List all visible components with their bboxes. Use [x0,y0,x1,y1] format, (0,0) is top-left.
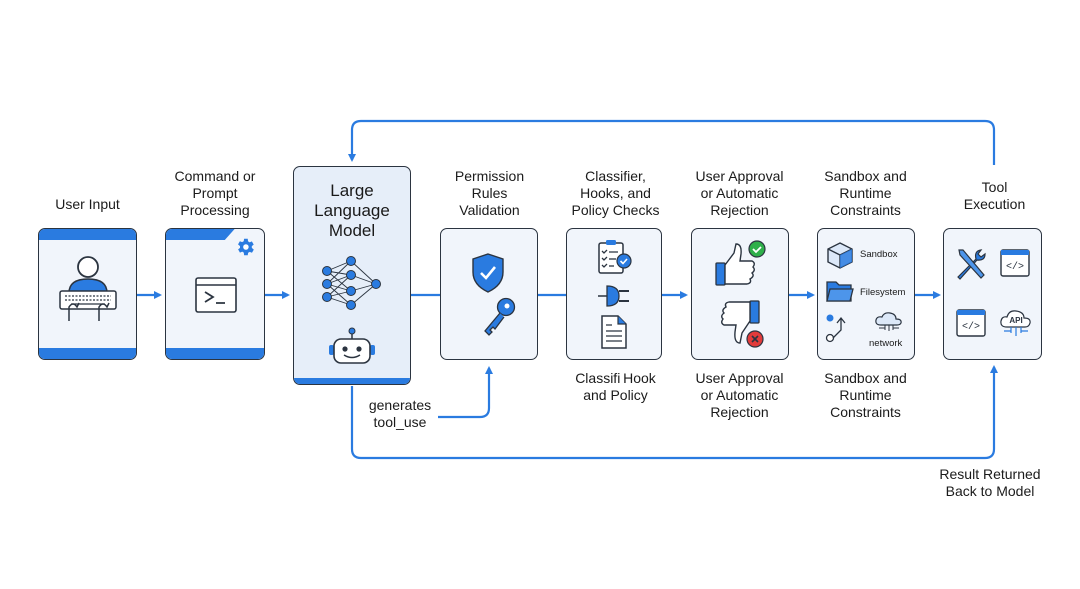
step-tool-execution[interactable]: </> </> API [943,228,1042,360]
step-user-input[interactable] [38,228,137,360]
key-icon [484,297,516,336]
result-return-loop [350,365,998,460]
network-item-label: network [869,338,903,349]
git-branch-icon [825,314,846,343]
caption-user-approval: User Approval or Automatic Rejection [695,370,784,420]
edge-label-generates-tool-use: generates tool_use [368,397,432,430]
box-bottom-bar [294,378,410,384]
tools-icon [957,249,986,280]
step-sandbox[interactable]: Sandbox Filesystem network [817,228,915,360]
loop-tool-to-llm [348,119,996,165]
folder-icon [826,281,854,302]
thumbs-down-reject-icon [721,300,764,348]
step-label-user-input: User Input [55,196,120,212]
step-permission-rules[interactable] [440,228,538,360]
shield-check-icon [472,253,504,293]
api-text: API [1009,316,1023,325]
box-top-bar [39,229,136,240]
step-label-classifier-hooks: Classifier, Hooks, and Policy Checks [571,168,660,218]
step-label-tool-execution: Tool Execution [963,179,1026,212]
api-cloud-icon: API [999,309,1033,339]
box-bottom-bar [166,348,264,359]
step-label-sandbox: Sandbox and Runtime Constraints [824,168,907,218]
svg-text:</>: </> [1006,261,1024,273]
plug-icon [598,285,629,307]
terminal-window-icon [195,277,237,313]
caption-sandbox: Sandbox and Runtime Constraints [824,370,907,420]
sandbox-item-label: Sandbox [860,249,898,260]
step-label-user-approval: User Approval or Automatic Rejection [695,168,784,218]
checklist-icon [598,240,632,274]
user-typing-keyboard-icon [59,256,117,321]
box-bottom-bar [39,348,136,359]
step-command-processing[interactable] [165,228,265,360]
caption-classifier-hook-policy: Classifi⁠ Hook and Policy [575,370,656,403]
code-window-icon: </> [1000,249,1030,277]
robot-icon [329,327,375,364]
step-label-llm: Large Language Model [314,181,390,240]
box-top-bar [166,229,235,240]
document-icon [601,315,627,349]
code-window-icon: </> [956,309,986,337]
gear-icon [238,238,254,256]
thumbs-up-approve-icon [715,240,766,286]
step-llm[interactable]: Large Language Model [293,166,411,385]
edge-label-result-returned: Result Returned Back to Model [939,466,1041,499]
generates-tool-use-arrow [438,366,493,419]
step-label-command-processing: Command or Prompt Processing [174,168,256,218]
svg-text:</>: </> [962,321,980,333]
cloud-network-icon [875,312,902,331]
step-user-approval[interactable] [691,228,789,360]
filesystem-item-label: Filesystem [860,287,906,298]
neural-network-icon [322,256,381,310]
step-label-permission-rules: Permission Rules Validation [454,168,525,218]
step-classifier-hooks[interactable] [566,228,662,360]
box-icon [827,242,853,269]
